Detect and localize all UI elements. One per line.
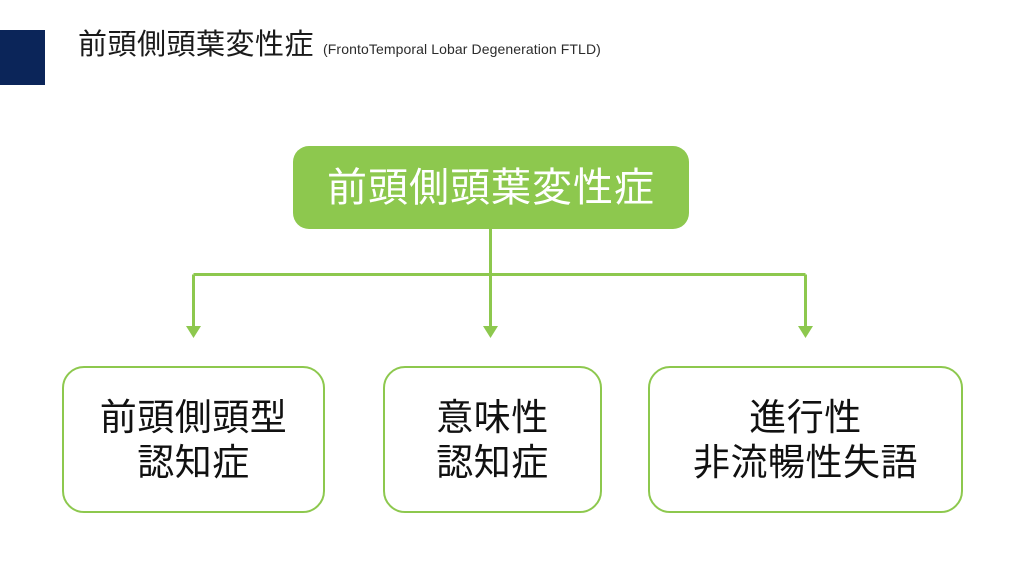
diagram-leaf-node-ftd-line-1: 前頭側頭型	[99, 396, 288, 438]
header-accent-bar	[0, 30, 45, 85]
diagram-leaf-node-ftd-line-2: 認知症	[137, 441, 250, 483]
diagram-leaf-node-pnfa-line-2: 非流暢性失語	[693, 441, 918, 483]
diagram-leaf-node-sd-line-2: 認知症	[436, 441, 549, 483]
page-title: 前頭側頭葉変性症 (FrontoTemporal Lobar Degenerat…	[78, 28, 938, 76]
arrowhead-center-icon	[483, 326, 498, 338]
diagram-root-node[interactable]: 前頭側頭葉変性症	[293, 146, 689, 229]
diagram-leaf-node-pnfa-line-1: 進行性	[749, 396, 862, 438]
diagram-leaf-node-pnfa[interactable]: 進行性 非流暢性失語	[648, 366, 963, 513]
diagram-leaf-node-sd[interactable]: 意味性 認知症	[383, 366, 602, 513]
header-title-text: 前頭側頭葉変性症	[78, 29, 315, 61]
diagram-leaf-node-sd-line-1: 意味性	[436, 396, 549, 438]
diagram-root-node-label: 前頭側頭葉変性症	[327, 165, 655, 210]
arrowhead-right-icon	[798, 326, 813, 338]
diagram-leaf-node-ftd[interactable]: 前頭側頭型 認知症	[62, 366, 325, 513]
arrowhead-left-icon	[186, 326, 201, 338]
header-subtitle-text: (FrontoTemporal Lobar Degeneration FTLD)	[323, 41, 601, 57]
